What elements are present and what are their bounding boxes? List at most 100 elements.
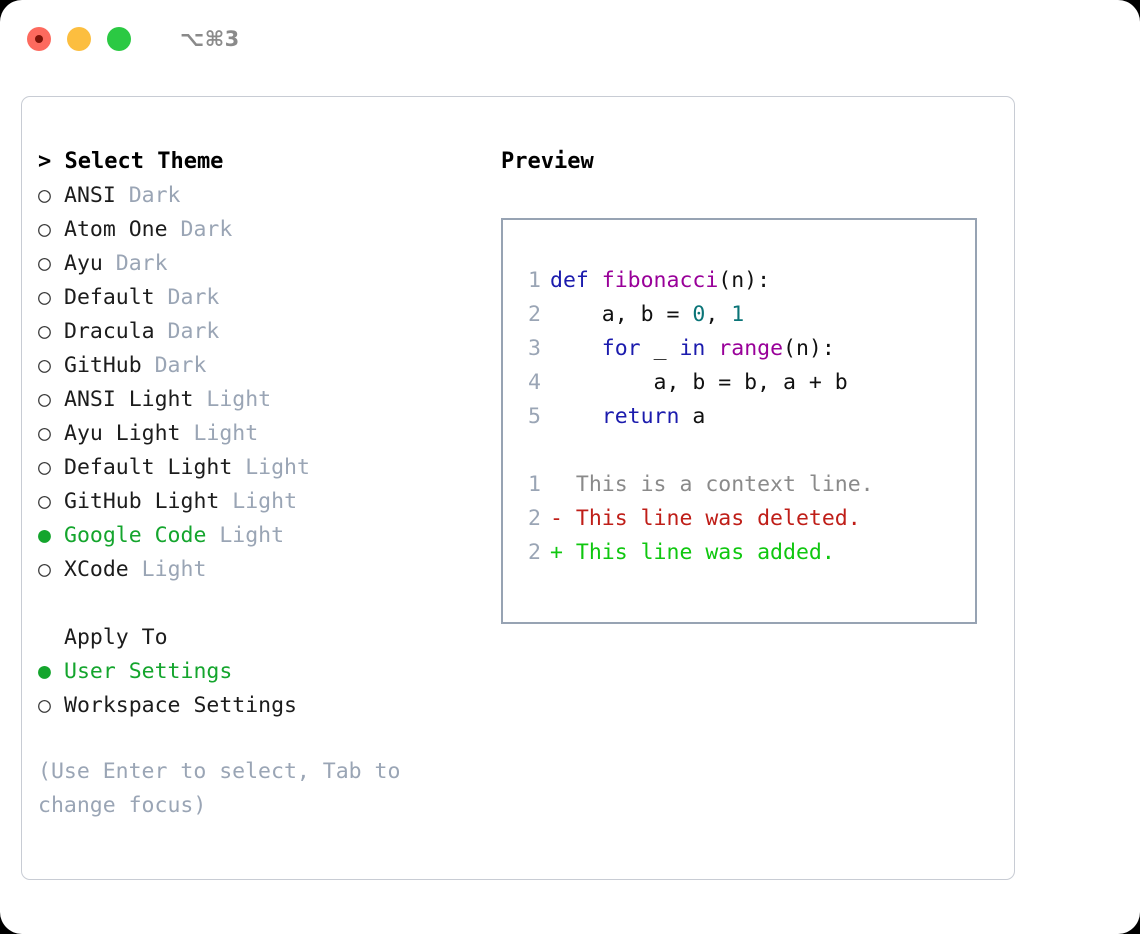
code-token: for [601,336,641,361]
code-token: range [718,336,784,361]
code-line: 3 for _ in range(n): [515,332,975,366]
theme-list-item[interactable]: ○ GitHub Dark [38,349,478,383]
apply-to-label: Workspace Settings [64,693,297,718]
close-button[interactable] [27,27,51,51]
line-number: 3 [528,336,541,361]
diff-marker [550,472,563,497]
theme-list-item[interactable]: ○ Atom One Dark [38,213,478,247]
theme-name: ANSI [64,183,116,208]
code-token: fibonacci [601,268,719,293]
theme-list-heading: > Select Theme [38,149,224,174]
maximize-button[interactable] [107,27,131,51]
radio-unselected-icon: ○ [38,421,51,446]
code-token: return [601,404,680,429]
radio-unselected-icon: ○ [38,285,51,310]
line-number: 5 [528,404,541,429]
radio-unselected-icon: ○ [38,455,51,480]
theme-list-item[interactable]: ○XCode Light [38,553,478,587]
theme-kind-label: Dark [154,285,220,310]
radio-unselected-icon: ○ [38,217,51,242]
theme-selection-column: > Select Theme ○ANSI Dark○Atom One Dark○… [38,145,478,823]
keyboard-shortcut-label: ⌥⌘3 [180,27,240,51]
theme-picker-panel: > Select Theme ○ANSI Dark○Atom One Dark○… [21,96,1015,880]
theme-kind-label: Dark [115,183,181,208]
theme-name: Ayu Light [64,421,181,446]
radio-unselected-icon: ○ [38,319,51,344]
code-token: in [679,336,706,361]
theme-kind-label: Light [128,557,207,582]
code-token [705,336,718,361]
diff-text: This line was deleted. [562,506,861,531]
code-token: a, b = [550,302,693,327]
line-number: 1 [528,268,541,293]
apply-to-section: Apply To ● User Settings ○ Workspace Settin… [38,621,478,723]
code-token: (n): [783,336,835,361]
theme-list[interactable]: ○ANSI Dark○Atom One Dark○Ayu Dark○Defaul… [38,179,478,587]
theme-name: GitHub Light [64,489,220,514]
theme-kind-label: Light [206,523,285,548]
theme-list-item[interactable]: ○ Ayu Light Light [38,417,478,451]
theme-kind-label: Dark [154,319,220,344]
theme-name: Atom One [64,217,168,242]
theme-kind-label: Light [193,387,272,412]
code-token: a [679,404,706,429]
theme-name: Default Light [64,455,233,480]
radio-unselected-icon: ○ [38,183,51,208]
theme-kind-label: Dark [167,217,233,242]
theme-kind-label: Dark [141,353,207,378]
theme-list-item[interactable]: ○Ayu Dark [38,247,478,281]
theme-name: Default [64,285,155,310]
code-token: (n): [718,268,771,293]
diff-line: 2- This line was deleted. [515,502,975,536]
apply-to-option-list[interactable]: ● User Settings ○ Workspace Settings [38,655,478,723]
apply-to-label: User Settings [64,659,233,684]
radio-unselected-icon: ○ [38,489,51,514]
apply-to-option[interactable]: ○ Workspace Settings [38,689,478,723]
line-number: 2 [528,506,541,531]
code-token: _ [640,336,680,361]
diff-marker: + [550,540,563,565]
line-number: 1 [528,472,541,497]
minimize-button[interactable] [67,27,91,51]
line-number: 2 [528,302,541,327]
radio-selected-icon: ● [38,659,51,684]
apply-to-heading: Apply To [64,625,168,650]
theme-kind-label: Light [232,455,310,480]
code-token [550,336,602,361]
theme-name: Google Code [64,523,207,548]
preview-heading: Preview [501,149,594,174]
theme-list-item[interactable]: ●Google Code Light [38,519,478,553]
theme-list-item[interactable]: ○ANSI Light Light [38,383,478,417]
theme-name: GitHub [64,353,142,378]
apply-to-option[interactable]: ● User Settings [38,655,478,689]
theme-list-item[interactable]: ○ Default Light Light [38,451,478,485]
line-number: 2 [528,540,541,565]
code-line: 2 a, b = 0, 1 [515,298,975,332]
diff-line: 1 This is a context line. [515,468,975,502]
theme-name: Dracula [64,319,155,344]
keyboard-hint-text: (Use Enter to select, Tab to change focu… [38,759,401,818]
theme-kind-label: Light [180,421,259,446]
code-line: 5 return a [515,400,975,434]
theme-list-item[interactable]: ○ Dracula Dark [38,315,478,349]
radio-unselected-icon: ○ [38,251,51,276]
diff-line: 2 + This line was added. [515,536,975,570]
code-token: 0 [692,302,706,327]
theme-list-item[interactable]: ○ ANSI Dark [38,179,478,213]
code-line: 4 a, b = b, a + b [515,366,975,400]
diff-text: This line was added. [562,540,835,565]
code-token: , [705,302,732,327]
diff-text: This is a context line. [562,472,874,497]
theme-list-item[interactable]: ○GitHub Light Light [38,485,478,519]
radio-unselected-icon: ○ [38,693,51,718]
code-token: 1 [731,302,745,327]
radio-unselected-icon: ○ [38,353,51,378]
code-token: a, b = b, a + b [550,370,848,395]
theme-list-item[interactable]: ○ Default Dark [38,281,478,315]
radio-unselected-icon: ○ [38,387,51,412]
